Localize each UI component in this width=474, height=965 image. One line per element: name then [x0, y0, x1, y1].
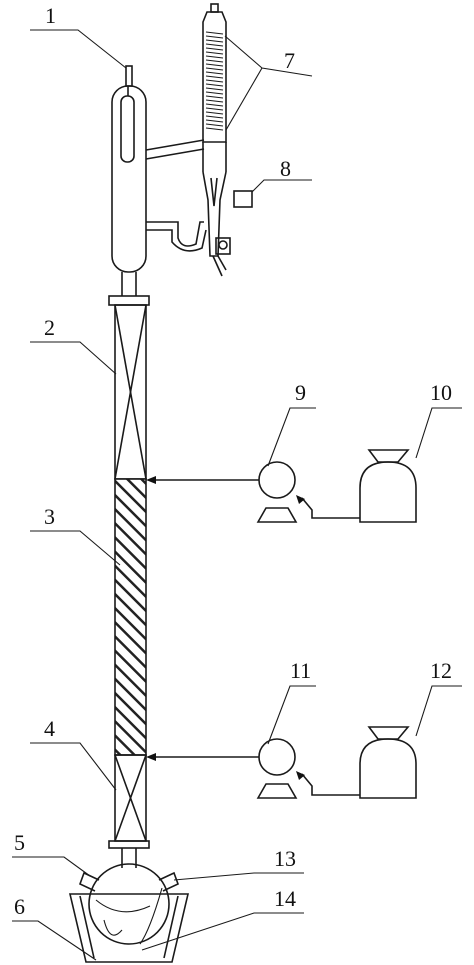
- condenser-coil-turn: [205, 51, 224, 55]
- upper-packed-section: [114, 304, 147, 480]
- reflux-condenser: [202, 3, 231, 277]
- condenser-coil-turn: [205, 99, 224, 103]
- pump-11: [256, 738, 298, 799]
- label-3: 3: [44, 504, 55, 529]
- condenser-coil-turn: [205, 87, 224, 91]
- reactive-section: [114, 478, 147, 756]
- label-9: 9: [295, 380, 306, 405]
- condenser-coil-turn: [205, 59, 224, 63]
- condenser-coil-turn: [205, 55, 224, 59]
- label-10: 10: [430, 380, 452, 405]
- condenser-coil-turn: [205, 107, 224, 111]
- label-8: 8: [280, 156, 291, 181]
- label-11: 11: [290, 658, 311, 683]
- condenser-coil-turn: [205, 35, 224, 39]
- condenser-coil-turn: [205, 39, 224, 43]
- pump-11-line: [296, 771, 360, 796]
- condenser-coil-turn: [205, 127, 224, 131]
- label-5: 5: [14, 830, 25, 855]
- label-4: 4: [44, 716, 55, 741]
- condenser-coil-turn: [205, 103, 224, 107]
- lower-packed-section: [114, 754, 147, 842]
- condenser-coil-turn: [205, 95, 224, 99]
- label-14: 14: [274, 886, 296, 911]
- top-flange: [108, 295, 150, 306]
- condenser-coil-turn: [205, 83, 224, 87]
- side-arms: [145, 139, 207, 252]
- label-13: 13: [274, 846, 296, 871]
- condenser-coil-turn: [205, 67, 224, 71]
- condenser-coil-turn: [205, 111, 224, 115]
- label-12: 12: [430, 658, 452, 683]
- condenser-coil-turn: [205, 75, 224, 79]
- sensor-8: [233, 190, 253, 208]
- pump-9: [256, 461, 298, 523]
- leader-lines: [12, 29, 462, 961]
- condenser-coil-turn: [205, 47, 224, 51]
- label-6: 6: [14, 894, 25, 919]
- mantle-inner-left: [79, 895, 95, 959]
- mantle-inner-right: [163, 895, 179, 959]
- heating-mantle: [68, 893, 190, 963]
- label-2: 2: [44, 315, 55, 340]
- condenser-coil-turn: [205, 123, 224, 127]
- reboiler-flask: [78, 863, 180, 945]
- condenser-coil-turn: [205, 63, 224, 67]
- pump-9-line: [296, 495, 360, 519]
- condenser-coil-turn: [205, 31, 224, 35]
- tank-12: [359, 726, 417, 799]
- top-condenser: [111, 65, 147, 296]
- condenser-coil-turn: [205, 91, 224, 95]
- condenser-coil-turn: [205, 71, 224, 75]
- condenser-coil-turn: [205, 79, 224, 83]
- condenser-coil-turn: [205, 43, 224, 47]
- condenser-coil-turn: [205, 119, 224, 123]
- label-1: 1: [45, 3, 56, 28]
- condenser-coil-turn: [205, 115, 224, 119]
- feed-arrow-upper: [146, 476, 259, 484]
- label-7: 7: [284, 48, 295, 73]
- feed-arrow-lower: [146, 753, 259, 761]
- tank-10: [359, 449, 417, 523]
